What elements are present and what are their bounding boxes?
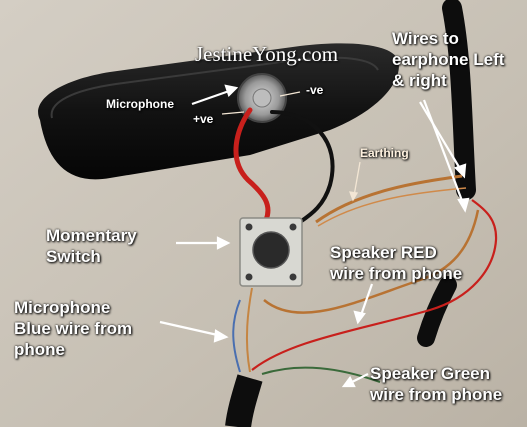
- label-momentary-switch: Momentary Switch: [46, 225, 137, 267]
- arrow-momentary-switch-head: [216, 236, 231, 250]
- arrow-wires-left: [419, 101, 463, 173]
- arrow-earthing-head: [349, 191, 359, 202]
- label-speaker-green-line-2: wire from phone: [370, 385, 503, 404]
- label-mic-blue-wire: Microphone Blue wire from phone: [14, 297, 132, 360]
- arrow-speaker-green-head: [341, 375, 356, 388]
- speaker-red-wire: [251, 199, 498, 371]
- annotation-arrows: [159, 84, 470, 388]
- housing-rim: [50, 56, 379, 119]
- label-speaker-red-line-1: Speaker RED: [330, 243, 437, 262]
- arrow-mic-blue-wire: [159, 320, 223, 338]
- arrow-speaker-red-head: [353, 310, 366, 325]
- copper-wire-lower: [263, 209, 480, 314]
- speaker-green-wire: [261, 366, 381, 383]
- switch-corner-tr: [289, 223, 297, 231]
- arrow-earthing: [353, 161, 361, 197]
- label-speaker-green-line-1: Speaker Green: [370, 364, 491, 383]
- label-wires-line-2: earphone Left: [392, 50, 505, 69]
- momentary-switch-button: [252, 231, 290, 269]
- arrow-microphone: [191, 88, 233, 106]
- earthing-wire-bundle: [315, 174, 463, 224]
- label-mic-blue-line-1: Microphone: [14, 298, 111, 317]
- label-momentary-line-2: Switch: [46, 247, 101, 266]
- microphone-center: [252, 88, 272, 108]
- annotation-arrows-thin: [221, 91, 361, 202]
- switch-corner-tl: [245, 223, 253, 231]
- arrow-minus-ve: [279, 91, 301, 97]
- black-wire: [270, 110, 335, 224]
- arrow-speaker-red: [358, 283, 374, 319]
- earphone-housing: [38, 43, 399, 180]
- arrow-mic-blue-wire-head: [213, 329, 229, 343]
- label-mic-blue-line-3: phone: [14, 340, 65, 359]
- watermark-text: JestineYong.com: [195, 42, 339, 66]
- label-speaker-red-line-2: wire from phone: [330, 264, 463, 283]
- label-minus-ve: -ve: [306, 83, 324, 97]
- label-plus-ve: +ve: [193, 112, 214, 126]
- arrow-microphone-head: [224, 84, 239, 98]
- label-wires-line-3: & right: [392, 71, 447, 90]
- mic-blue-wire: [232, 299, 241, 373]
- earthing-wire-strand: [317, 187, 467, 227]
- switch-corner-br: [289, 273, 297, 281]
- label-wires-line-1: Wires to: [392, 29, 459, 48]
- arrow-plus-ve: [221, 111, 245, 115]
- phone-cable-bottom: [225, 374, 263, 427]
- label-speaker-green: Speaker Green wire from phone: [370, 363, 502, 405]
- arrow-wires-right-head: [457, 197, 470, 213]
- label-mic-blue-line-2: Blue wire from: [14, 319, 133, 338]
- arrow-wires-right: [422, 99, 466, 207]
- arrow-wires-left-head: [453, 163, 467, 179]
- label-earthing: Earthing: [360, 146, 409, 160]
- switch-corner-bl: [245, 273, 253, 281]
- label-microphone: Microphone: [106, 97, 174, 111]
- label-speaker-red: Speaker RED wire from phone: [330, 242, 462, 284]
- earphone-cable-sleeve: [417, 276, 457, 347]
- red-wire: [233, 107, 271, 223]
- label-momentary-line-1: Momentary: [46, 226, 137, 245]
- label-wires-to-earphone: Wires to earphone Left & right: [392, 28, 504, 91]
- copper-wire-switch-down: [245, 287, 253, 373]
